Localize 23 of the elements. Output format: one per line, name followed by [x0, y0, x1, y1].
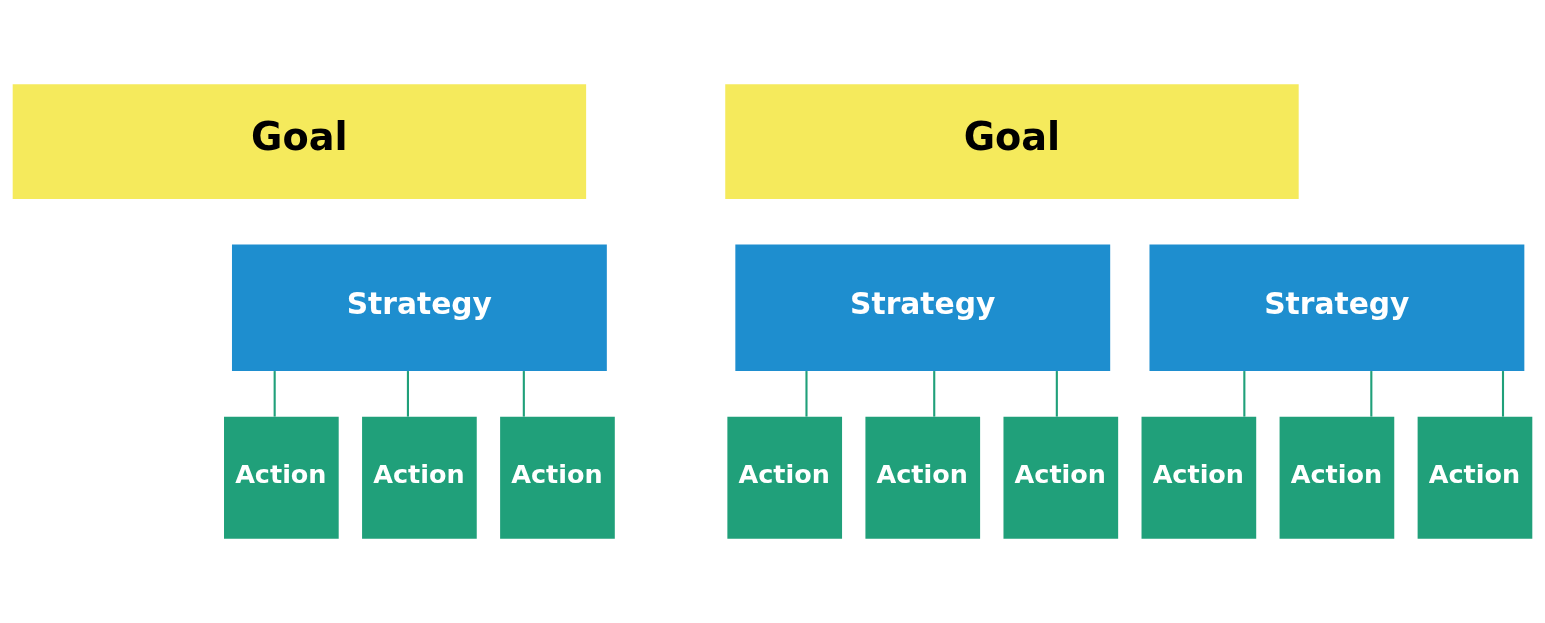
connector [805, 371, 808, 417]
node-box: Action [224, 416, 339, 539]
node-box: Action [1417, 416, 1533, 539]
node-box: Action [1279, 416, 1395, 539]
node-box: Strategy [232, 244, 607, 371]
node-box: Action [865, 416, 981, 539]
node-box: Strategy [1149, 244, 1525, 371]
node-box: Strategy [735, 244, 1111, 371]
node-box: Action [362, 416, 477, 539]
connector [1501, 371, 1505, 417]
node-box: Goal [12, 84, 587, 199]
node-box: Action [727, 416, 843, 539]
node-box: Action [1141, 416, 1257, 539]
node-box: Action [500, 416, 615, 539]
connector [522, 371, 525, 417]
connector [406, 371, 409, 417]
node-box: Goal [725, 84, 1299, 199]
connector [1243, 371, 1246, 417]
connector [933, 371, 936, 417]
node-box: Action [1003, 416, 1119, 539]
connector [1370, 371, 1373, 417]
connector [273, 371, 276, 417]
connector [1055, 371, 1058, 417]
